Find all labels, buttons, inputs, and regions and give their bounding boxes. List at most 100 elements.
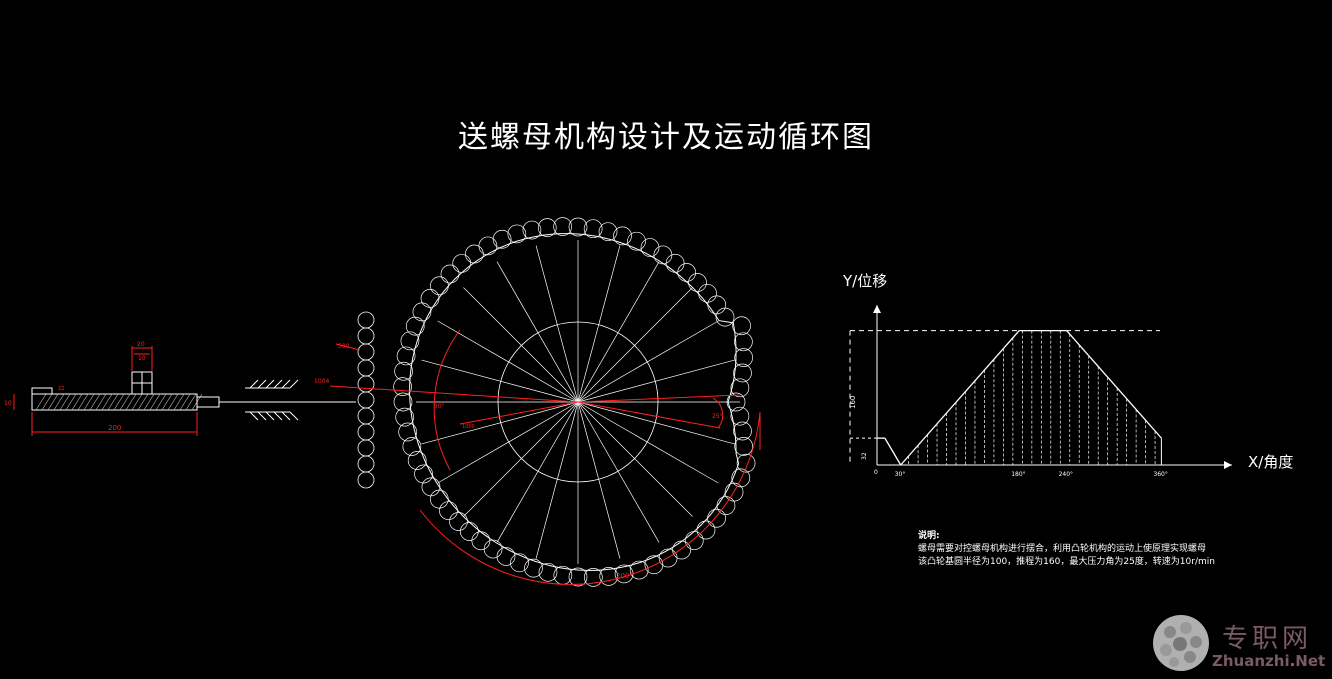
slider-hatch bbox=[161, 393, 173, 411]
slider-hatch bbox=[107, 393, 119, 411]
y-axis-arrow bbox=[873, 305, 881, 313]
roller-trace bbox=[430, 276, 449, 296]
watermark-en-main: Zhuanzhi bbox=[1212, 652, 1290, 670]
roller-trace bbox=[684, 531, 704, 550]
slider-hatch bbox=[131, 393, 143, 411]
roller-trace bbox=[734, 332, 753, 352]
y-tick-32: 32 bbox=[861, 452, 868, 460]
cam-base-circle bbox=[497, 321, 659, 483]
guide-hatch bbox=[257, 379, 267, 389]
x-tick-360: 360° bbox=[1153, 471, 1167, 478]
curve-segment bbox=[884, 437, 902, 466]
guide-hatch bbox=[265, 411, 275, 421]
angle-lower-label: 200° bbox=[616, 572, 633, 580]
roller-trace bbox=[394, 361, 413, 381]
guide-hatch bbox=[281, 379, 291, 389]
roller-trace bbox=[420, 289, 440, 308]
notes-block: 说明: 螺母需要对控螺母机构进行摆合，利用凸轮机构的运动上使原理实现螺母 该凸轮… bbox=[918, 530, 1215, 569]
roller-trace bbox=[414, 464, 433, 484]
roller-trace bbox=[599, 567, 619, 586]
roller-trace bbox=[405, 316, 425, 336]
roller-position bbox=[357, 343, 375, 361]
cam-radial-line bbox=[577, 245, 621, 403]
roller-trace bbox=[653, 245, 673, 265]
roller-position bbox=[357, 471, 375, 489]
roller-trace bbox=[402, 437, 422, 456]
roller-trace bbox=[478, 236, 498, 256]
slider-step bbox=[31, 387, 53, 395]
guide-hatch bbox=[273, 411, 283, 421]
cam-radial-line bbox=[577, 401, 621, 559]
dim-leader bbox=[335, 343, 361, 351]
slider-hatch bbox=[95, 393, 107, 411]
roller-trace bbox=[696, 520, 716, 540]
y-tick-160: 160 bbox=[849, 396, 857, 409]
watermark-en-tld: Net bbox=[1295, 652, 1326, 670]
roller-trace bbox=[496, 547, 516, 566]
roller-trace bbox=[452, 254, 472, 273]
cam-radial-line bbox=[577, 320, 719, 403]
roller-position bbox=[357, 375, 375, 393]
watermark-logo-icon bbox=[1153, 615, 1209, 671]
roller-trace bbox=[733, 421, 752, 441]
cam-radial-line bbox=[535, 245, 579, 403]
y-axis-label: Y/位移 bbox=[842, 272, 887, 290]
roller-trace bbox=[688, 273, 707, 292]
roller-trace bbox=[538, 562, 558, 582]
roller-trace bbox=[707, 295, 727, 315]
slider-hatch bbox=[41, 393, 53, 411]
roller-trace bbox=[598, 222, 618, 242]
roller-trace bbox=[429, 489, 449, 509]
angle-upper-label: 30° bbox=[434, 403, 445, 410]
dim-total-length: 200 bbox=[108, 424, 121, 432]
cam-radial-line bbox=[496, 261, 579, 403]
roller-trace bbox=[726, 392, 746, 412]
roller-trace bbox=[732, 316, 751, 336]
guide-hatch bbox=[257, 411, 267, 421]
notes-line-1: 螺母需要对控螺母机构进行摆合，利用凸轮机构的运动上使原理实现螺母 bbox=[918, 544, 1207, 554]
slider-hatch bbox=[119, 393, 131, 411]
guide-hatch bbox=[249, 379, 259, 389]
roller-trace bbox=[583, 568, 603, 587]
roller-trace bbox=[407, 451, 427, 470]
roller-trace bbox=[736, 453, 756, 473]
roller-position bbox=[357, 311, 375, 329]
cam-radial-line bbox=[577, 261, 660, 403]
cam-radial-line bbox=[577, 401, 693, 517]
roller-trace bbox=[507, 224, 527, 244]
slider-hatch bbox=[125, 393, 137, 411]
watermark-cn: 专职网 bbox=[1222, 624, 1313, 654]
dim-rod-radius bbox=[329, 385, 579, 403]
slider-hatch bbox=[149, 393, 161, 411]
roller-trace bbox=[640, 238, 660, 257]
angle-right-label: 25° bbox=[712, 413, 723, 420]
slider-hatch bbox=[89, 393, 101, 411]
notes-line-2: 该凸轮基圆半径为100，推程为160，最大压力角为25度，转速为10r/min bbox=[918, 557, 1215, 567]
roller-trace bbox=[665, 253, 685, 273]
roller-trace bbox=[522, 220, 542, 240]
cam-radial-line bbox=[437, 320, 579, 403]
slider-hatch bbox=[137, 393, 149, 411]
slider-hatch bbox=[59, 393, 71, 411]
roller-trace bbox=[629, 560, 649, 580]
x-tick-30: 30° bbox=[895, 471, 906, 478]
notes-heading: 说明: bbox=[918, 531, 940, 541]
arc-upper bbox=[433, 329, 461, 471]
watermark: 专职网 Zhuanzhi.Net bbox=[1150, 612, 1330, 676]
cam-radial-line bbox=[577, 401, 719, 484]
dim-line bbox=[577, 394, 741, 403]
cam-radial-line bbox=[577, 287, 693, 403]
x-tick-180: 180° bbox=[1011, 471, 1025, 478]
roller-trace bbox=[568, 217, 588, 237]
slider-hatch bbox=[173, 393, 185, 411]
roller-trace bbox=[395, 407, 415, 427]
dim-post-height: 10 bbox=[138, 355, 146, 362]
roller-trace bbox=[734, 348, 754, 367]
x-axis-label: X/角度 bbox=[1248, 453, 1293, 471]
dim-height: 10 bbox=[4, 400, 12, 407]
slider-hatch bbox=[101, 393, 113, 411]
roller-position bbox=[357, 391, 375, 409]
guide-hatch bbox=[281, 411, 291, 421]
roller-trace bbox=[439, 501, 458, 521]
